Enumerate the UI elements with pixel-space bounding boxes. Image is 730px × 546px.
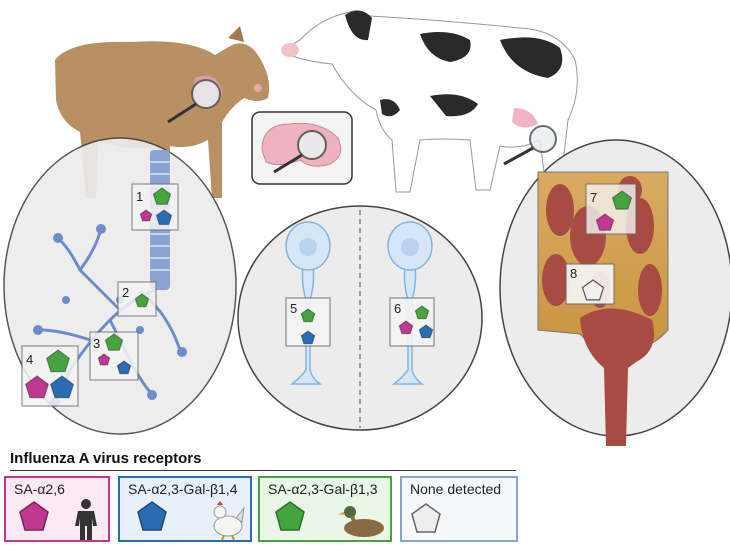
receptor-pentagon-sa26: [24, 375, 50, 399]
legend-label: SA-α2,6: [14, 481, 65, 497]
pentagon-icon: [411, 503, 441, 533]
udder-panel: [499, 139, 730, 446]
neuron-panel: [237, 205, 483, 431]
receptor-pentagon-sa23-14: [418, 324, 434, 339]
legend-item-sa26: SA-α2,6: [4, 476, 110, 542]
legend-item-sa23-13: SA-α2,3-Gal-β1,3: [258, 476, 392, 542]
legend-item-none: None detected: [400, 476, 518, 542]
receptor-pentagon-sa23-14: [300, 330, 316, 345]
chicken-icon: [137, 501, 245, 541]
site-number-5: 5: [290, 301, 297, 316]
receptor-pentagon-sa26: [398, 320, 414, 335]
receptor-pentagon-sa23-13: [414, 305, 430, 320]
receptor-pentagon-sa23-13: [300, 308, 316, 323]
site-number-8: 8: [570, 266, 577, 281]
legend-divider: [10, 470, 516, 471]
legend-title: Influenza A virus receptors: [10, 450, 202, 467]
receptor-pentagon-sa23-14: [49, 375, 75, 399]
legend-item-sa23-14: SA-α2,3-Gal-β1,4: [118, 476, 252, 542]
receptor-pentagon-sa23-13: [104, 333, 124, 351]
receptor-pentagon-sa26: [97, 353, 111, 366]
receptor-box: [389, 297, 435, 347]
receptor-pentagon-sa23-13: [611, 190, 633, 210]
magnifier-icon: [503, 125, 557, 166]
receptor-pentagon-sa26: [595, 213, 615, 231]
receptor-pentagon-sa23-14: [116, 360, 132, 375]
site-number-2: 2: [122, 285, 129, 300]
legend-label: None detected: [410, 481, 502, 497]
duck-icon: [275, 501, 384, 537]
magnifier-icon: [167, 79, 221, 124]
site-number-7: 7: [590, 190, 597, 205]
cow-illustration: [281, 10, 578, 193]
legend-label: SA-α2,3-Gal-β1,3: [268, 481, 378, 497]
site-number-6: 6: [394, 301, 401, 316]
receptor-box: [131, 183, 179, 231]
legend-label: SA-α2,3-Gal-β1,4: [128, 481, 238, 497]
site-number-1: 1: [136, 189, 143, 204]
site-number-3: 3: [93, 336, 100, 351]
site-number-4: 4: [26, 352, 33, 367]
brain-panel: [251, 111, 353, 185]
human-silhouette-icon: [19, 499, 97, 540]
receptor-pentagon-none: [581, 279, 605, 301]
receptor-pentagon-sa23-13: [134, 293, 150, 308]
receptor-pentagon-sa23-14: [155, 209, 173, 226]
receptor-pentagon-sa26: [139, 209, 153, 222]
receptor-pentagon-sa23-13: [45, 349, 71, 373]
receptor-pentagon-sa23-13: [152, 187, 172, 205]
